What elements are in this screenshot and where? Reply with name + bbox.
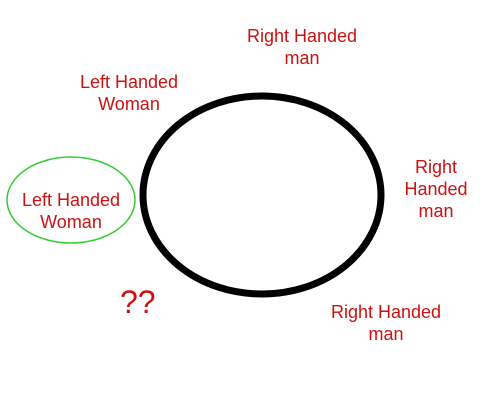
label-bottom-line1: Right Handed [330, 302, 442, 322]
label-left-line2: Woman [40, 212, 102, 232]
label-upper-left-handed-woman: Left Handed Woman [62, 71, 196, 115]
label-bottom-right-handed-man: Right Handed man [314, 301, 458, 345]
label-upper-left-line1: Left Handed [79, 72, 179, 92]
label-top-line2: man [284, 48, 320, 68]
highlight-oval [6, 156, 136, 244]
label-top-right-handed-man: Right Handed man [232, 25, 372, 69]
label-right-right-handed-man: Right Handed man [392, 156, 480, 222]
label-right-line3: man [418, 201, 454, 221]
question-marks: ?? [120, 284, 156, 320]
table-circle [139, 92, 385, 298]
label-right-line2: Handed [404, 179, 468, 199]
label-left-handed-woman-highlighted: Left Handed Woman [9, 189, 133, 233]
label-bottom-line2: man [368, 324, 404, 344]
label-upper-left-line2: Woman [98, 94, 160, 114]
label-left-line1: Left Handed [21, 190, 121, 210]
label-right-line1: Right [414, 157, 458, 177]
label-top-line1: Right Handed [246, 26, 358, 46]
